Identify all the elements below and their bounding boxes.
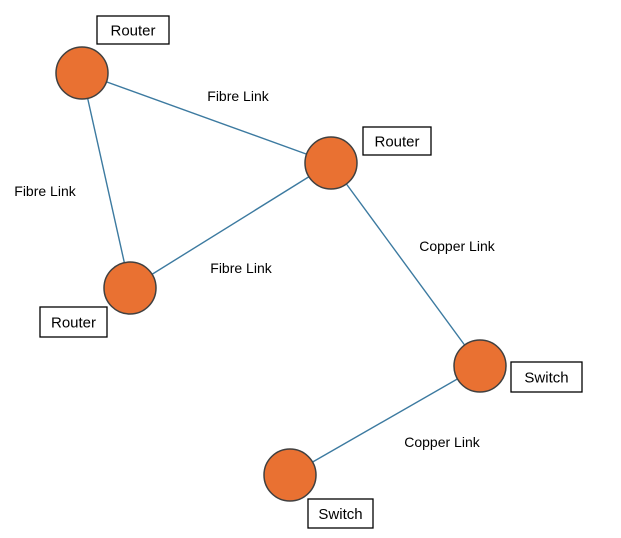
- node-label-box-router-2[interactable]: [362, 126, 432, 156]
- edge-router-3-router-2[interactable]: [129, 162, 332, 289]
- node-router-1[interactable]: [55, 46, 109, 100]
- node-label-box-router-1[interactable]: [96, 15, 170, 45]
- edge-label: Fibre Link: [14, 183, 76, 199]
- edge-switch-1-switch-2[interactable]: [289, 365, 481, 476]
- edge-label: Fibre Link: [210, 260, 272, 276]
- node-label-text: Router: [374, 133, 419, 150]
- node-label-text: Router: [110, 22, 155, 39]
- edge-router-2-switch-1[interactable]: [330, 162, 481, 367]
- node-switch-2[interactable]: [263, 448, 317, 502]
- node-label-text: Switch: [318, 506, 362, 523]
- node-label-box-switch-1[interactable]: [510, 361, 583, 393]
- node-router-3[interactable]: [103, 261, 157, 315]
- edges-layer: [81, 72, 481, 476]
- edge-router-1-router-3[interactable]: [81, 72, 131, 289]
- node-label-box-router-3[interactable]: [39, 306, 108, 338]
- node-label-box-switch-2[interactable]: [307, 498, 374, 529]
- node-router-2[interactable]: [304, 136, 358, 190]
- nodes-layer: [55, 46, 507, 502]
- edge-label: Copper Link: [404, 434, 480, 450]
- node-label-text: Switch: [524, 369, 568, 386]
- node-label-text: Router: [51, 314, 96, 331]
- edge-label: Fibre Link: [207, 88, 269, 104]
- edge-router-1-router-2[interactable]: [81, 72, 332, 164]
- node-switch-1[interactable]: [453, 339, 507, 393]
- edge-label: Copper Link: [419, 238, 495, 254]
